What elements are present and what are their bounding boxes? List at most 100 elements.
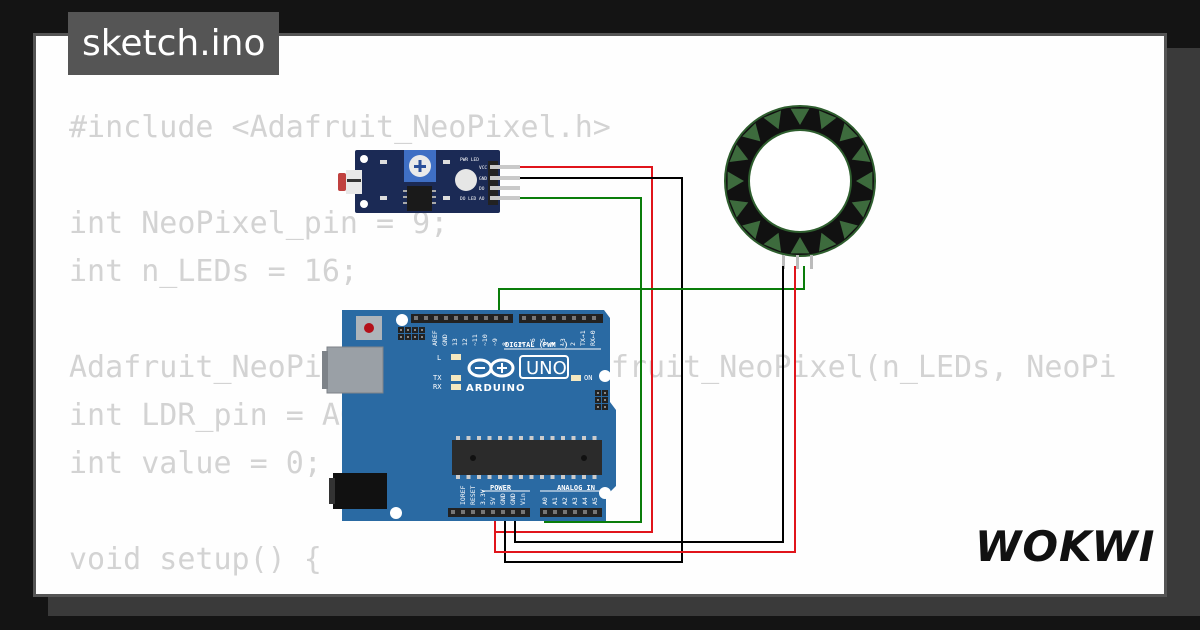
sensor-pin-label: GND [479,176,487,182]
wires [494,166,805,563]
wokwi-logo: WOKWI [975,522,1156,571]
ring-led [818,110,837,130]
power-pin-label: 5V [489,497,497,505]
header-pin[interactable] [511,510,515,514]
wire-ring-gnd [514,266,784,543]
header-pin[interactable] [522,316,526,320]
header-pin[interactable] [521,510,525,514]
code-line: pinMode(LDR_pin, INPUT); pixels.begin(); [69,584,1117,594]
header-pin[interactable] [572,316,576,320]
ring-led [839,220,858,239]
top-pin-label: AREF [431,330,439,346]
header-pin[interactable] [434,316,438,320]
header-pin[interactable] [504,316,508,320]
filename-tab[interactable]: sketch.ino [68,12,280,75]
header-pin[interactable] [464,316,468,320]
sensor-pin-label: AO [479,196,485,202]
ring-led [856,171,873,191]
sensor-pin[interactable] [490,165,520,169]
header-pin[interactable] [474,316,478,320]
power-pin-label: GND [509,493,517,505]
header-pin[interactable] [573,510,577,514]
top-pin-label: ~5 [539,338,547,346]
wire-din [498,266,805,318]
top-pin-label: ~11 [471,334,479,346]
header-pin[interactable] [592,316,596,320]
led-on-label: ON [584,374,592,382]
header-pin[interactable] [414,316,418,320]
led-l-label: L [437,354,441,362]
header-pin[interactable] [582,316,586,320]
arduino-model: UNO [526,358,567,379]
analog-pin-label: A2 [561,497,569,505]
ring-led [729,144,749,163]
sensor-pin[interactable] [490,176,520,180]
sensor-pin-label: DO [479,186,485,192]
code-line: int NeoPixel_pin = 9; [69,206,449,241]
wire-gnd [504,177,683,563]
header-pin[interactable] [491,510,495,514]
power-header-label: POWER [490,484,512,492]
header-pin[interactable] [501,510,505,514]
sensor-pin[interactable] [490,186,520,190]
header-pin[interactable] [454,316,458,320]
wire-vcc [494,166,653,533]
header-pin[interactable] [451,510,455,514]
ring-led [790,108,810,125]
top-pin-label: ~10 [481,334,489,346]
led-rx-label: RX [433,383,442,391]
sensor-pin-label: VCC [479,165,487,171]
top-pin-label: 4 [549,342,557,346]
ring-led [851,199,871,218]
code-line: void setup() { [69,542,322,577]
ring-led [763,110,782,130]
header-pin[interactable] [593,510,597,514]
neopixel-ring[interactable] [724,105,876,269]
code-line: int value = 0; [69,446,322,481]
header-pin[interactable] [484,316,488,320]
ring-led [818,232,837,252]
top-pin-label: 13 [451,338,459,346]
power-pin-label: 3.3V [479,489,487,505]
header-pin[interactable] [542,316,546,320]
ring-led [763,232,782,252]
ring-led [790,237,810,254]
ldr-sensor-module[interactable]: PWR LED DO LED VCC GND DO AO [338,150,520,213]
header-pin[interactable] [471,510,475,514]
header-pin[interactable] [481,510,485,514]
pwr-led-label: PWR LED [460,157,479,163]
header-pin[interactable] [562,316,566,320]
analog-pin-label: A1 [551,497,559,505]
power-pin-label: GND [499,493,507,505]
usb-port [326,346,384,394]
ring-led [727,171,744,191]
power-pin-label: RESET [469,485,477,505]
header-pin[interactable] [494,316,498,320]
analog-pin-label: A0 [541,497,549,505]
do-led-label: DO LED [460,196,477,202]
top-pin-label: GND [441,334,449,346]
header-pin[interactable] [424,316,428,320]
top-pin-label: 7 [519,342,527,346]
header-pin[interactable] [543,510,547,514]
top-pin-label: 8 [501,342,509,346]
header-pin[interactable] [532,316,536,320]
ring-led [839,123,858,142]
header-pin[interactable] [444,316,448,320]
top-pin-label: 12 [461,338,469,346]
header-pin[interactable] [563,510,567,514]
ring-led [742,123,761,142]
analog-header-label: ANALOG IN [557,484,595,492]
arduino-infinity-icon [467,358,515,378]
ring-led [729,199,749,218]
sensor-pin[interactable] [490,196,520,200]
header-pin[interactable] [461,510,465,514]
analog-pin-label: A5 [591,497,599,505]
analog-pin-label: A4 [581,497,589,505]
code-line: int n_LEDs = 16; [69,254,358,289]
top-pin-label: ~6 [529,338,537,346]
header-pin[interactable] [583,510,587,514]
header-pin[interactable] [553,510,557,514]
header-pin[interactable] [552,316,556,320]
